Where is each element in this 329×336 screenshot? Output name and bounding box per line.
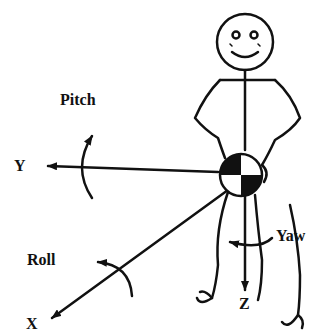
axis-label: X <box>26 316 38 332</box>
axis-label: Y <box>14 158 26 174</box>
axis-rotation-label: Roll <box>27 252 55 268</box>
axis-label: Z <box>239 296 250 312</box>
axis-rotation-label: Yaw <box>276 228 305 244</box>
axis-rotation-label: Pitch <box>60 92 96 108</box>
